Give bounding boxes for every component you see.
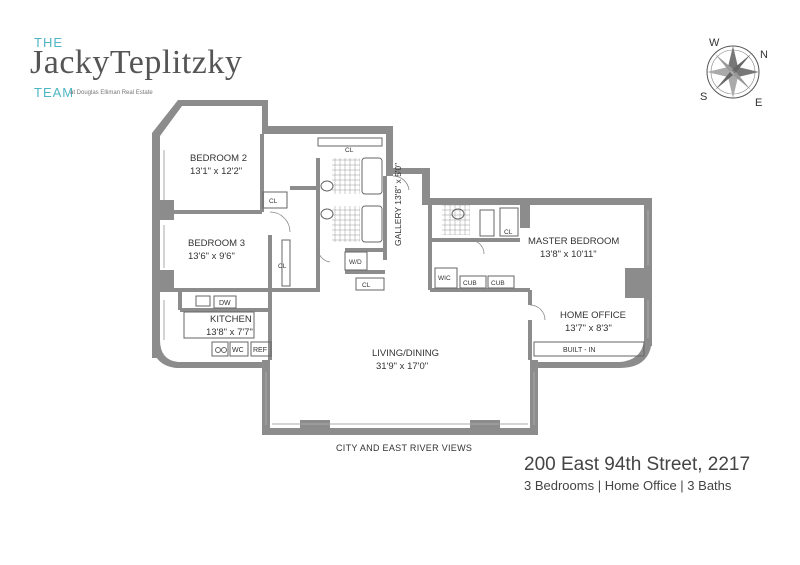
listing-address: 200 East 94th Street, 2217 [524, 454, 751, 475]
office-dims: 13'7" x 8'3" [565, 323, 612, 334]
listing-summary: 3 Bedrooms | Home Office | 3 Baths [524, 478, 732, 493]
compass-s: S [700, 91, 707, 103]
compass-w: W [709, 37, 720, 49]
master-name: MASTER BEDROOM [528, 236, 619, 247]
closet-label-b3: CL [278, 263, 287, 270]
office-name: HOME OFFICE [560, 310, 626, 321]
logo-affiliation: at Douglas Elliman Real Estate [70, 90, 153, 96]
wine-cooler-label: WC [232, 347, 244, 354]
bedroom2-name: BEDROOM 2 [190, 153, 247, 164]
bedroom3-name: BEDROOM 3 [188, 238, 245, 249]
kitchen-dims: 13'8" x 7'7" [206, 327, 253, 338]
closet-label-master: CL [504, 229, 513, 236]
compass-e: E [755, 97, 762, 109]
walk-in-closet-label: WIC [438, 275, 451, 282]
closet-label-hall: CL [362, 282, 371, 289]
living-name: LIVING/DINING [372, 348, 439, 359]
refrigerator-label: REF [253, 347, 267, 354]
closet-label-b2: CL [345, 147, 354, 154]
washer-dryer-label: W/D [349, 259, 362, 266]
outer-walls [152, 100, 652, 435]
bedroom2-dims: 13'1" x 12'2" [190, 166, 242, 177]
living-dims: 31'9" x 17'0" [376, 361, 428, 372]
bathroom-tiles [332, 158, 470, 242]
cubby-label-1: CUB [463, 280, 477, 287]
built-in-label: BUILT - IN [563, 347, 595, 354]
master-dims: 13'8" x 10'11" [540, 249, 597, 260]
cubby-label-2: CUB [491, 280, 505, 287]
kitchen-name: KITCHEN [210, 314, 252, 325]
dishwasher-label: DW [219, 300, 231, 307]
closet-label-b2-2: CL [269, 198, 278, 205]
logo-team: TEAM [34, 85, 75, 100]
logo-name: JackyTeplitzky [30, 44, 243, 81]
views-caption: CITY AND EAST RIVER VIEWS [336, 443, 473, 453]
logo-the: THE [34, 35, 63, 50]
gallery-label: GALLERY 13'8" x 5'0" [393, 163, 403, 246]
bedroom3-dims: 13'6" x 9'6" [188, 251, 235, 262]
compass-n: N [760, 49, 768, 61]
compass-icon [706, 45, 760, 99]
